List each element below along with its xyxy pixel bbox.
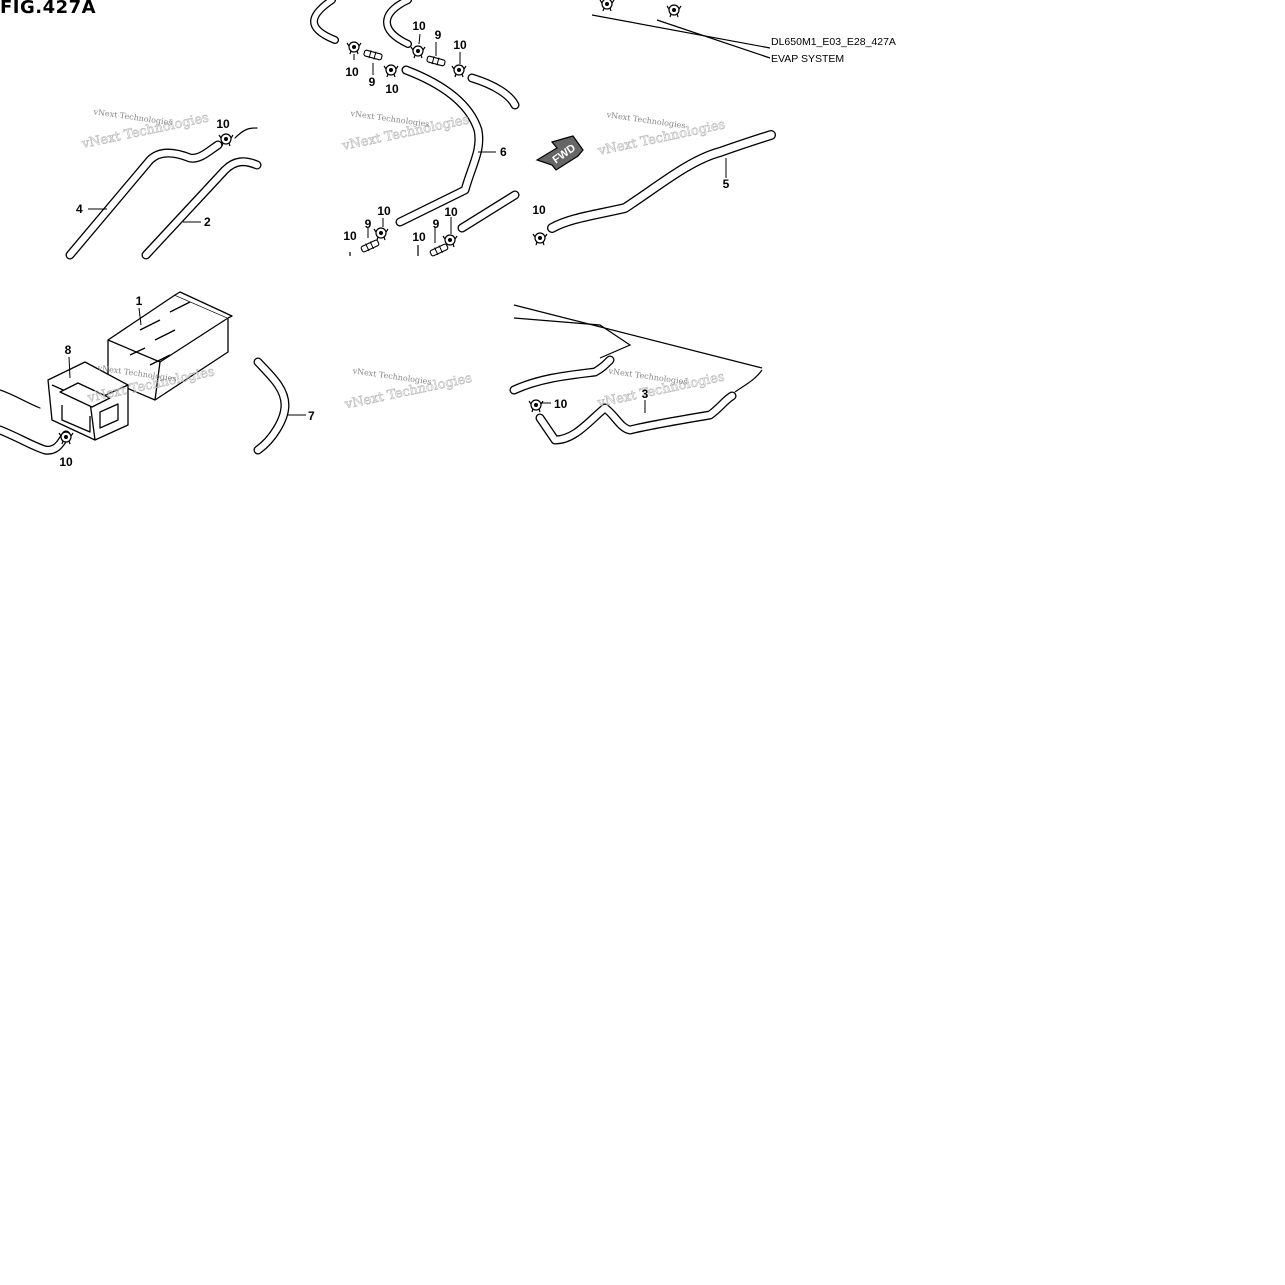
label-part-10: 10 <box>59 455 73 469</box>
label-part-6: 6 <box>500 145 507 159</box>
leader-lines <box>68 33 727 416</box>
diagram-code: DL650M1_E03_E28_427A <box>771 36 896 48</box>
hose-3 <box>509 355 737 445</box>
label-part-10: 10 <box>345 65 359 79</box>
label-part-4: 4 <box>76 202 83 216</box>
figure-title: FIG.427A <box>0 0 97 18</box>
svg-text:vNext Technologies: vNext Technologies <box>605 110 686 130</box>
diagram-title: EVAP SYSTEM <box>771 53 845 65</box>
label-part-8: 8 <box>65 343 72 357</box>
svg-text:vNext Technologies: vNext Technologies <box>349 109 430 129</box>
fwd-arrow: FWD <box>535 135 584 171</box>
label-part-7: 7 <box>308 409 315 423</box>
label-part-9: 9 <box>435 28 442 42</box>
label-part-10: 10 <box>554 397 568 411</box>
label-part-3: 3 <box>642 387 649 401</box>
part-labels: 1 2 3 4 5 6 7 8 9 9 9 9 10 10 10 10 10 1… <box>59 19 729 469</box>
bracket-8 <box>47 361 129 441</box>
hose-7 <box>253 357 290 455</box>
label-part-10: 10 <box>532 203 546 217</box>
label-part-5: 5 <box>723 177 730 191</box>
hose-upper-left <box>310 0 412 48</box>
label-part-9: 9 <box>369 75 376 89</box>
label-part-10: 10 <box>377 204 391 218</box>
label-part-10: 10 <box>453 38 467 52</box>
label-part-10: 10 <box>343 229 357 243</box>
label-part-9: 9 <box>433 217 440 231</box>
label-part-10: 10 <box>412 230 426 244</box>
hose-2 <box>141 157 262 260</box>
label-part-9: 9 <box>365 217 372 231</box>
svg-text:vNext Technologies: vNext Technologies <box>607 366 688 386</box>
label-part-10: 10 <box>444 205 458 219</box>
hose-4 <box>65 140 223 260</box>
svg-text:vNext Technologies: vNext Technologies <box>92 107 173 127</box>
hose-6 <box>395 65 484 227</box>
label-part-2: 2 <box>204 215 211 229</box>
routing-lines <box>513 14 771 393</box>
svg-text:vNext Technologies: vNext Technologies <box>351 366 432 386</box>
label-part-10: 10 <box>412 19 426 33</box>
label-part-1: 1 <box>136 294 143 308</box>
label-part-10: 10 <box>216 117 230 131</box>
label-part-10: 10 <box>385 82 399 96</box>
hose-5 <box>547 130 776 233</box>
hose-short-right <box>457 73 520 233</box>
